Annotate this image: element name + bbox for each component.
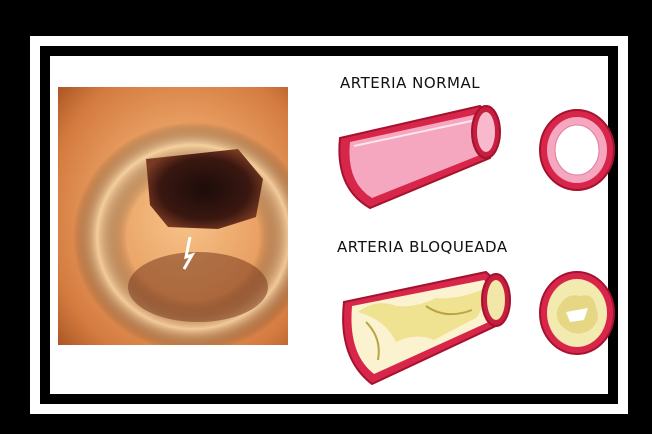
normal-artery-longitudinal-icon <box>330 98 515 218</box>
blocked-artery-cross-section-icon <box>536 268 618 358</box>
label-normal-artery: ARTERIA NORMAL <box>340 74 480 92</box>
label-blocked-artery: ARTERIA BLOQUEADA <box>337 238 508 256</box>
artery-endoscopy-photo <box>58 87 288 345</box>
normal-artery-cross-section-icon <box>536 106 618 194</box>
blocked-artery-longitudinal-icon <box>336 262 521 390</box>
